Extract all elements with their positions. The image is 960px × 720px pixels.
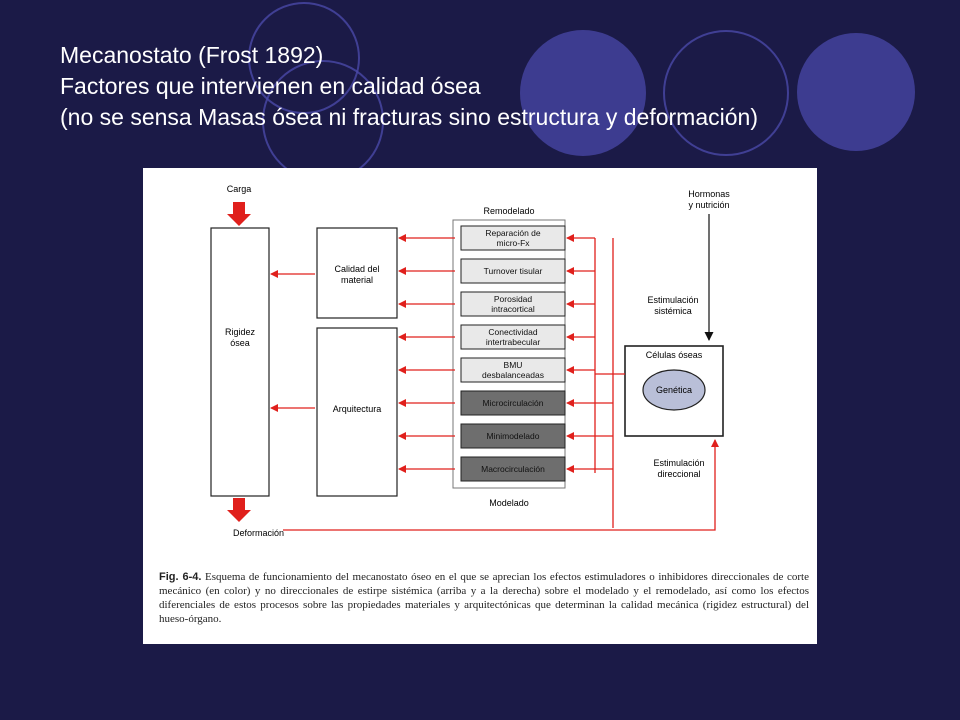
- calidad-box: [316, 227, 398, 319]
- rigidez-label-2: ósea: [230, 338, 250, 348]
- process-label: Minimodelado: [487, 431, 540, 441]
- estim-direccional-label-1: Estimulación: [653, 458, 704, 468]
- process-box: [460, 423, 566, 449]
- decor-circle-5: [797, 33, 915, 151]
- calidad-label-1: Calidad del: [334, 264, 379, 274]
- process-label: Reparación de: [485, 228, 541, 238]
- slide-title: Mecanostato (Frost 1892) Factores que in…: [60, 40, 758, 133]
- arquitectura-box: [316, 327, 398, 497]
- process-group-frame: [452, 219, 566, 489]
- modelado-label: Modelado: [489, 498, 529, 508]
- rigidez-box: [210, 227, 270, 497]
- calidad-label-2: material: [341, 275, 373, 285]
- process-box: [460, 258, 566, 284]
- process-label: micro-Fx: [496, 238, 530, 248]
- mecanostato-diagram: Carga Rigidez ósea Deformación Calidad d…: [210, 184, 730, 538]
- carga-label: Carga: [227, 184, 252, 194]
- process-label: Conectividad: [488, 327, 537, 337]
- hormonas-label-2: y nutrición: [688, 200, 729, 210]
- celulas-box: [624, 345, 724, 437]
- celulas-label: Células óseas: [646, 350, 703, 360]
- figure-panel: Carga Rigidez ósea Deformación Calidad d…: [143, 168, 817, 644]
- title-line-1: Mecanostato (Frost 1892): [60, 42, 324, 68]
- estim-direccional-label-2: direccional: [657, 469, 700, 479]
- remodelado-label: Remodelado: [483, 206, 534, 216]
- process-box: [460, 357, 566, 383]
- process-label: Turnover tisular: [484, 266, 543, 276]
- deformacion-arrow: [227, 498, 251, 522]
- process-box: [460, 324, 566, 350]
- caption-label: Fig. 6-4.: [159, 571, 202, 583]
- estim-sistemica-label-1: Estimulación: [647, 295, 698, 305]
- process-label: Macrocirculación: [481, 464, 545, 474]
- figure-caption: Fig. 6-4. Esquema de funcionamiento del …: [159, 570, 809, 626]
- title-line-2: Factores que intervienen en calidad ósea: [60, 73, 481, 99]
- hormonas-label-1: Hormonas: [688, 189, 730, 199]
- carga-arrow: [227, 202, 251, 226]
- process-box: [460, 225, 566, 251]
- caption-text: Esquema de funcionamiento del mecanostat…: [159, 571, 810, 625]
- rigidez-label-1: Rigidez: [225, 327, 256, 337]
- process-label: Microcirculación: [483, 398, 544, 408]
- title-line-3: (no se sensa Masas ósea ni fracturas sin…: [60, 104, 758, 130]
- process-box: [460, 291, 566, 317]
- decor-circle-4: [663, 30, 789, 156]
- estim-sistemica-label-2: sistémica: [654, 306, 692, 316]
- deformacion-label: Deformación: [233, 528, 284, 538]
- process-label: BMU: [504, 360, 523, 370]
- genetica-label: Genética: [656, 385, 692, 395]
- process-label: Porosidad: [494, 294, 533, 304]
- genetica-ellipse: [642, 369, 706, 411]
- arquitectura-label: Arquitectura: [333, 404, 382, 414]
- process-label: intracortical: [491, 304, 535, 314]
- decor-circle-3: [520, 30, 646, 156]
- process-label: desbalanceadas: [482, 370, 544, 380]
- deformacion-feedback-arrow: [283, 439, 719, 531]
- process-box: [460, 456, 566, 482]
- process-box: [460, 390, 566, 416]
- process-label: intertrabecular: [486, 337, 541, 347]
